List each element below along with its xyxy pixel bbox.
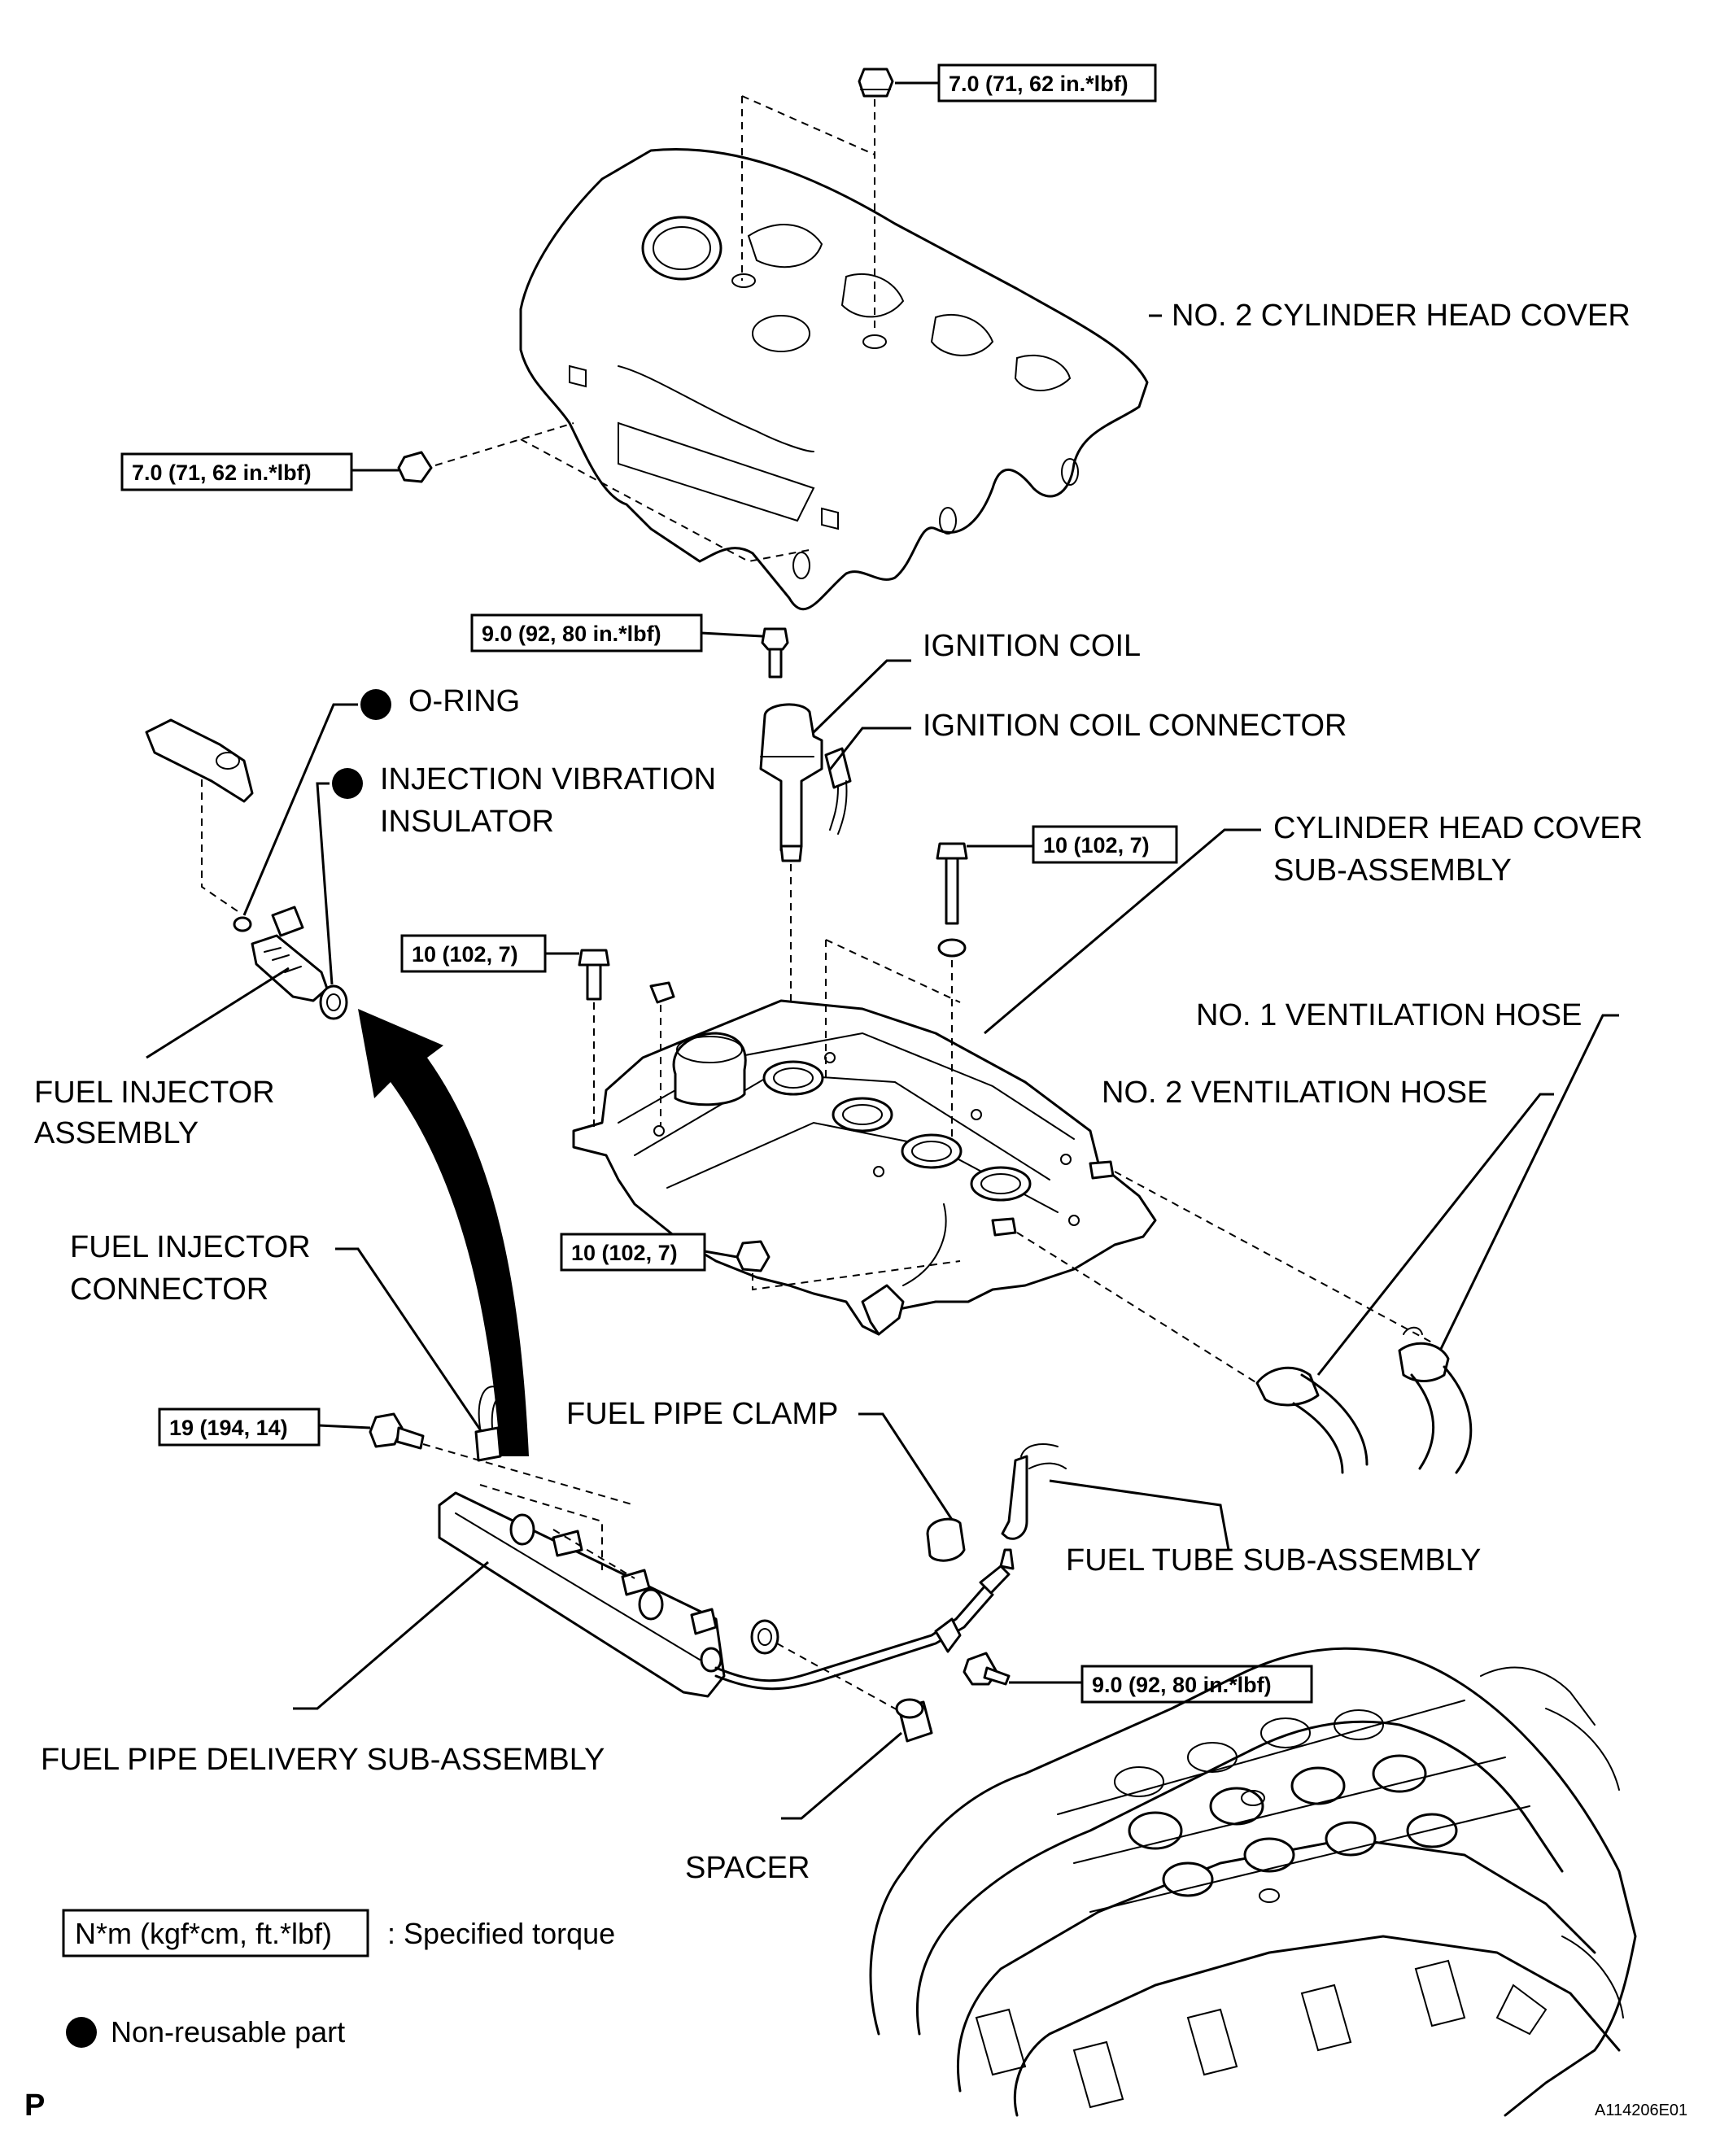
figure-id: A114206E01	[1595, 2101, 1687, 2119]
label-no1-ventilation-hose: NO. 1 VENTILATION HOSE	[1196, 998, 1582, 1032]
coil-bolt	[761, 627, 789, 679]
torque-delivery-pipe-bolt: 19 (194, 14)	[169, 1416, 288, 1440]
fuel-tube-sub-assembly-part	[1001, 1443, 1067, 1540]
non-reusable-mark-insulator	[332, 768, 363, 799]
label-fuel-pipe-clamp: FUEL PIPE CLAMP	[566, 1397, 838, 1431]
torque-box-delivery-pipe-bolt	[158, 1408, 321, 1447]
o-ring-part	[233, 916, 252, 932]
label-fuel-pipe-delivery-sub-assembly: FUEL PIPE DELIVERY SUB-ASSEMBLY	[41, 1743, 605, 1777]
label-o-ring: O-RING	[408, 684, 520, 718]
label-fuel-injector-assembly-2: ASSEMBLY	[34, 1116, 199, 1150]
spacer-part	[895, 1698, 933, 1743]
head-cover-nut-bottom	[736, 1240, 771, 1272]
delivery-pipe-fragment	[145, 718, 254, 803]
legend-non-reusable-mark	[66, 2017, 97, 2048]
fuel-injector-drawing	[251, 906, 329, 1002]
delivery-pipe-bolt	[369, 1412, 425, 1450]
label-injection-vibration-insulator-1: INJECTION VIBRATION	[380, 762, 716, 796]
torque-head-cover-nut-bottom: 10 (102, 7)	[571, 1241, 678, 1265]
torque-box-cover-nut-left	[120, 452, 353, 491]
torque-box-head-cover-bolt-left	[400, 934, 547, 973]
non-reusable-mark-o-ring	[360, 689, 391, 720]
fuel-tube-drawing	[714, 1548, 1015, 1691]
label-fuel-injector-connector-2: CONNECTOR	[70, 1272, 268, 1307]
installation-arrow	[358, 1009, 529, 1456]
torque-box-cover-nut-top	[937, 63, 1157, 103]
fuel-tube-bolt	[963, 1652, 1011, 1686]
torque-cover-nut-left: 7.0 (71, 62 in.*lbf)	[132, 460, 312, 485]
head-cover-bolt-right	[936, 842, 968, 958]
label-cylinder-head-cover-sub-assembly-1: CYLINDER HEAD COVER	[1273, 811, 1643, 845]
engine-block-drawing	[869, 1647, 1637, 2117]
label-fuel-injector-connector-1: FUEL INJECTOR	[70, 1230, 311, 1264]
insulator-part	[319, 984, 348, 1020]
head-cover-stud-left	[649, 981, 675, 1004]
label-fuel-injector-assembly-1: FUEL INJECTOR	[34, 1076, 275, 1110]
no2-cylinder-head-cover-drawing	[519, 147, 1149, 611]
torque-cover-nut-top: 7.0 (71, 62 in.*lbf)	[949, 72, 1128, 96]
label-spacer: SPACER	[685, 1851, 810, 1885]
label-fuel-tube-sub-assembly: FUEL TUBE SUB-ASSEMBLY	[1066, 1543, 1481, 1578]
label-injection-vibration-insulator-2: INSULATOR	[380, 805, 554, 839]
label-no2-ventilation-hose: NO. 2 VENTILATION HOSE	[1102, 1076, 1487, 1110]
label-ignition-coil: IGNITION COIL	[923, 629, 1141, 663]
label-cylinder-head-cover-sub-assembly-2: SUB-ASSEMBLY	[1273, 853, 1512, 888]
torque-head-cover-bolt-left: 10 (102, 7)	[412, 942, 518, 967]
torque-box-head-cover-bolt-right	[1032, 825, 1178, 864]
label-no2-cylinder-head-cover: NO. 2 CYLINDER HEAD COVER	[1172, 299, 1631, 333]
torque-coil-bolt: 9.0 (92, 80 in.*lbf)	[482, 622, 661, 646]
ignition-coil-drawing	[759, 703, 852, 862]
ventilation-hoses-drawing	[1255, 1326, 1473, 1474]
legend-torque-units: N*m (kgf*cm, ft.*lbf)	[75, 1917, 332, 1950]
legend-non-reusable-text: Non-reusable part	[111, 2015, 345, 2049]
cover-nut-top	[858, 68, 894, 98]
fuel-pipe-delivery-drawing	[438, 1491, 726, 1698]
legend-torque-desc: : Specified torque	[387, 1917, 615, 1950]
cover-nut-left	[397, 451, 433, 483]
label-ignition-coil-connector: IGNITION COIL CONNECTOR	[923, 709, 1347, 743]
head-cover-bolt-left	[578, 949, 610, 1001]
fuel-injector-connector-part	[474, 1386, 509, 1462]
fuel-pipe-clamp-part	[926, 1517, 966, 1562]
torque-fuel-tube-bolt: 9.0 (92, 80 in.*lbf)	[1092, 1673, 1272, 1697]
torque-head-cover-bolt-right: 10 (102, 7)	[1043, 833, 1150, 858]
fuel-spacer-ring	[750, 1619, 779, 1655]
legend-torque-box	[62, 1909, 369, 1957]
footer-p-mark: P	[24, 2088, 45, 2123]
